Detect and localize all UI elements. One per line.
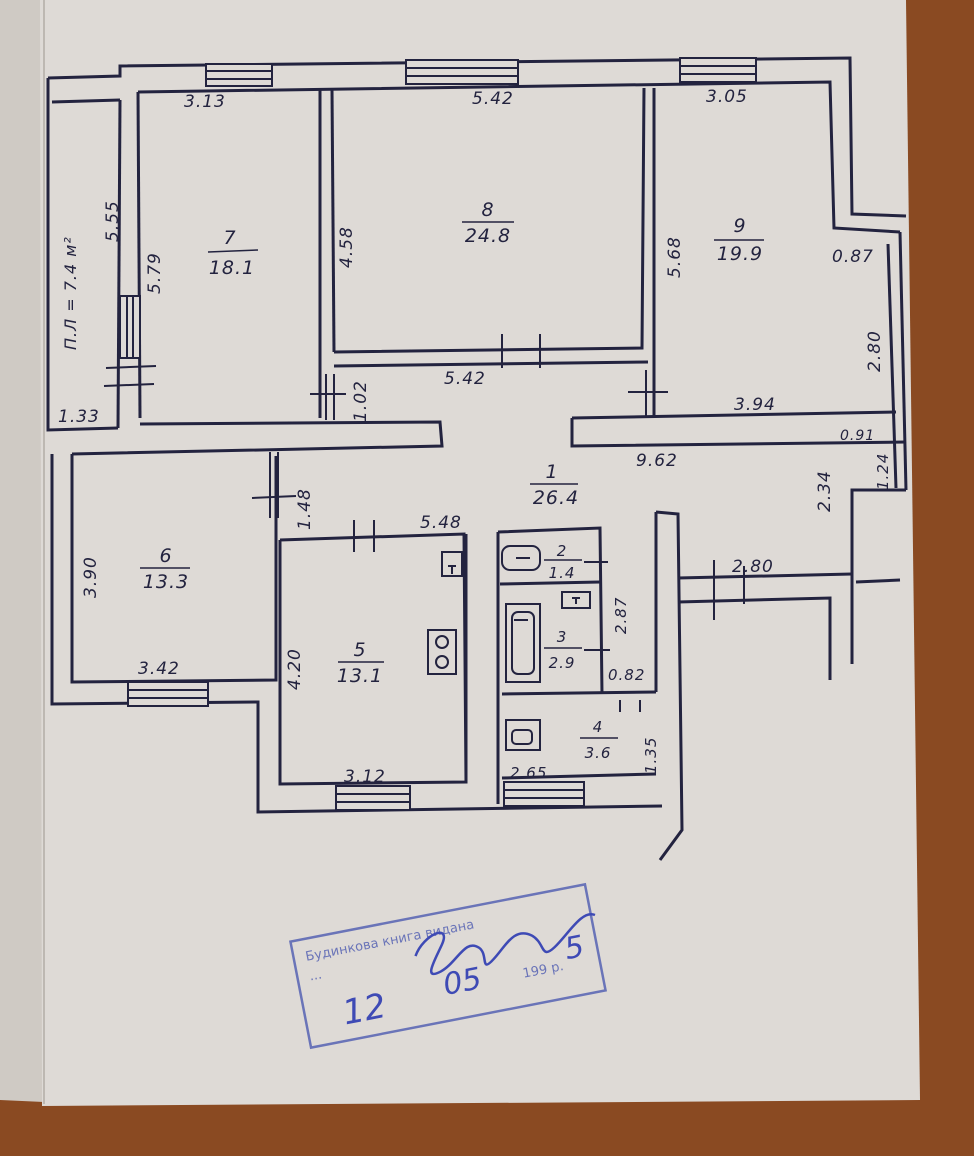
room-3-number: 3 bbox=[557, 628, 568, 646]
room-9-area: 19.9 bbox=[717, 243, 763, 265]
room-3-area: 2.9 bbox=[549, 654, 576, 672]
room-7-area: 18.1 bbox=[209, 257, 255, 279]
dim-label: 4.58 bbox=[337, 226, 357, 268]
dim-label: 5.42 bbox=[444, 369, 486, 389]
dim-label: 1.24 bbox=[874, 453, 892, 490]
window-icon bbox=[119, 57, 757, 811]
room-8-number: 8 bbox=[481, 199, 494, 221]
stamp-month: 05 bbox=[440, 961, 484, 1003]
bathtub-icon bbox=[505, 603, 541, 683]
sink-icon bbox=[441, 551, 591, 609]
dim-label: 1.35 bbox=[642, 737, 660, 774]
signature bbox=[414, 913, 596, 975]
dim-label: 4.20 bbox=[285, 648, 305, 690]
room-labels: 7 18.1 8 24.8 9 19.9 1 26.4 6 13.3 5 13.… bbox=[61, 199, 764, 762]
paper-back-sheet bbox=[0, 0, 48, 1102]
room-2-number: 2 bbox=[557, 542, 568, 560]
dim-label: 3.42 bbox=[138, 659, 180, 679]
room-6-number: 6 bbox=[159, 545, 172, 567]
room-4-number: 4 bbox=[593, 718, 604, 736]
toilet-icon bbox=[501, 545, 541, 751]
dim-label: 9.62 bbox=[636, 451, 678, 471]
dim-label: 3.94 bbox=[734, 395, 776, 415]
balcony-label: П.Л = 7.4 м² bbox=[61, 236, 80, 350]
dim-label: 2.65 bbox=[510, 764, 547, 782]
dim-label: 2.34 bbox=[815, 470, 835, 512]
room-7-number: 7 bbox=[223, 227, 236, 249]
dim-label: 3.12 bbox=[344, 767, 386, 787]
dim-label: 2.80 bbox=[865, 330, 885, 372]
dim-label: 3.05 bbox=[706, 87, 748, 107]
room-9-number: 9 bbox=[733, 215, 746, 237]
stamp-line: ... bbox=[308, 967, 323, 984]
dimension-labels: 3.13 5.42 3.05 5.55 5.79 4.58 5.68 0.87 … bbox=[58, 87, 892, 787]
dim-label: 5.48 bbox=[420, 513, 462, 533]
dim-label: 5.68 bbox=[665, 236, 685, 278]
room-5-area: 13.1 bbox=[337, 665, 383, 687]
dim-label: 1.33 bbox=[58, 407, 100, 427]
dim-label: 0.91 bbox=[840, 428, 875, 444]
door-icon bbox=[103, 334, 745, 712]
dim-label: 3.13 bbox=[184, 92, 226, 112]
paper-sheet bbox=[40, 0, 920, 1106]
dim-label: 1.48 bbox=[295, 488, 315, 530]
room-8-area: 24.8 bbox=[465, 225, 511, 247]
dim-label: 3.90 bbox=[81, 556, 101, 598]
room-1-area: 26.4 bbox=[533, 487, 579, 509]
dim-label: 2.80 bbox=[732, 557, 774, 577]
room-2-area: 1.4 bbox=[549, 564, 576, 582]
room-4-area: 3.6 bbox=[585, 744, 612, 762]
stove-icon bbox=[427, 629, 457, 675]
dim-label: 5.42 bbox=[472, 89, 514, 109]
stamp-day: 12 bbox=[339, 986, 389, 1034]
dim-label: 5.79 bbox=[145, 252, 165, 294]
dim-label: 1.02 bbox=[351, 380, 371, 422]
dim-label: 2.87 bbox=[612, 597, 630, 634]
room-1-number: 1 bbox=[545, 461, 558, 483]
room-5-number: 5 bbox=[353, 639, 366, 661]
dim-label: 5.55 bbox=[103, 200, 123, 242]
dim-label: 0.87 bbox=[832, 247, 874, 267]
dim-label: 0.82 bbox=[608, 666, 645, 684]
room-6-area: 13.3 bbox=[143, 571, 189, 593]
